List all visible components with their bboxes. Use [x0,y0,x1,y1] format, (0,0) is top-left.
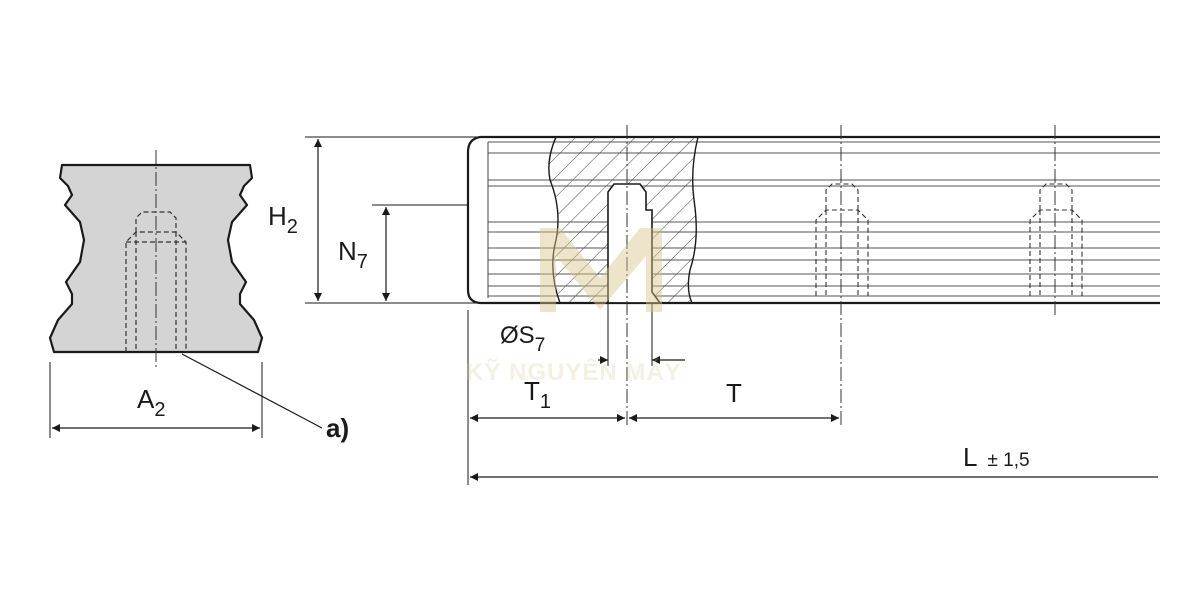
svg-text:KỸ NGUYÊN MÁY: KỸ NGUYÊN MÁY [466,358,682,386]
label-h2: H2 [268,201,298,238]
leader-a [181,353,323,429]
rail-profile [48,163,264,354]
centerlines-side [626,125,1056,428]
label-n7: N7 [338,236,368,273]
label-t1: T1 [524,376,551,413]
label-t: T [726,378,742,408]
label-s7: ØS7 [500,322,545,356]
section-bolt-hole [607,183,662,304]
watermark-logo: KỸ NGUYÊN MÁY [466,228,682,386]
rail-cross-section: A2 a) [48,150,349,443]
label-a-note: a) [326,413,349,443]
hidden-hole-2 [815,183,869,296]
label-a2: A2 [137,384,165,421]
rail-side-view: H2 N7 [268,125,1160,485]
hidden-hole-3 [1029,183,1083,296]
label-l: L± 1,5 [963,442,1030,472]
